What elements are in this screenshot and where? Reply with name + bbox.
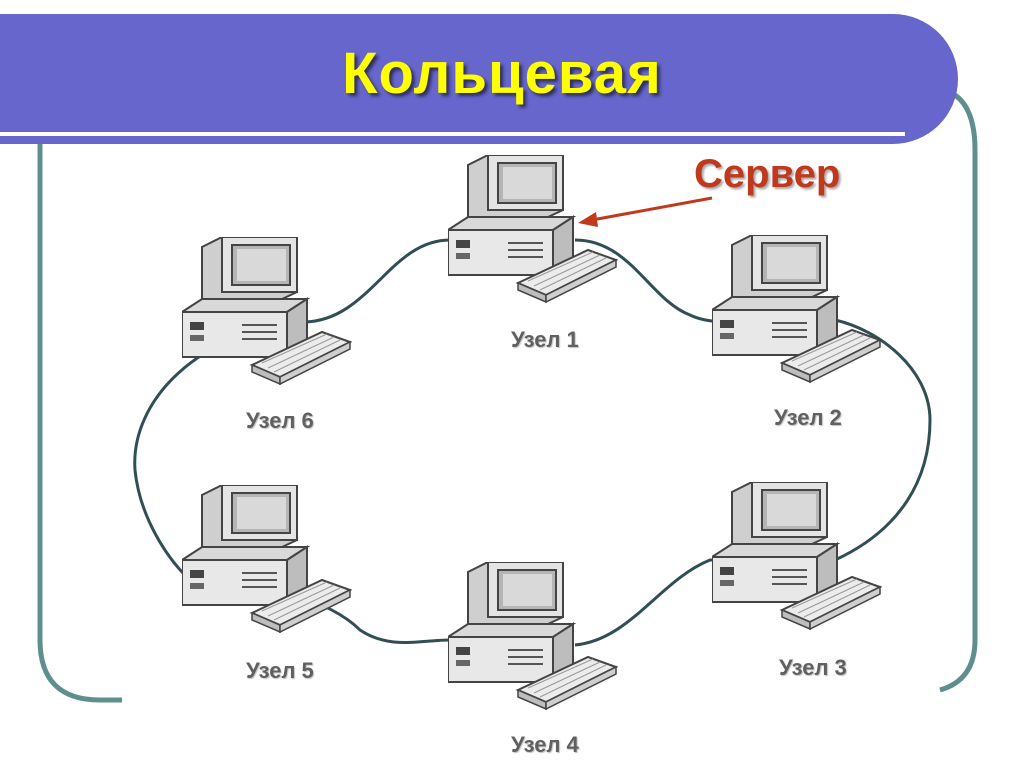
node-label-2: Узел 2 [774,405,842,430]
computer-icon [182,237,352,386]
computer-icon [448,155,618,304]
computer-icon [182,485,352,634]
node-label-6: Узел 6 [246,408,314,433]
node-label-4: Узел 4 [511,732,579,757]
node-label-5: Узел 5 [246,658,314,683]
server-label: Сервер [694,152,841,196]
node-label-3: Узел 3 [779,655,847,680]
computer-icon [712,235,882,384]
slide-title: Кольцевая [342,41,662,106]
title-underline [0,132,905,136]
title-bar [0,14,958,144]
computer-icon [712,482,882,631]
computer-icon [448,562,618,711]
node-label-1: Узел 1 [511,327,579,352]
